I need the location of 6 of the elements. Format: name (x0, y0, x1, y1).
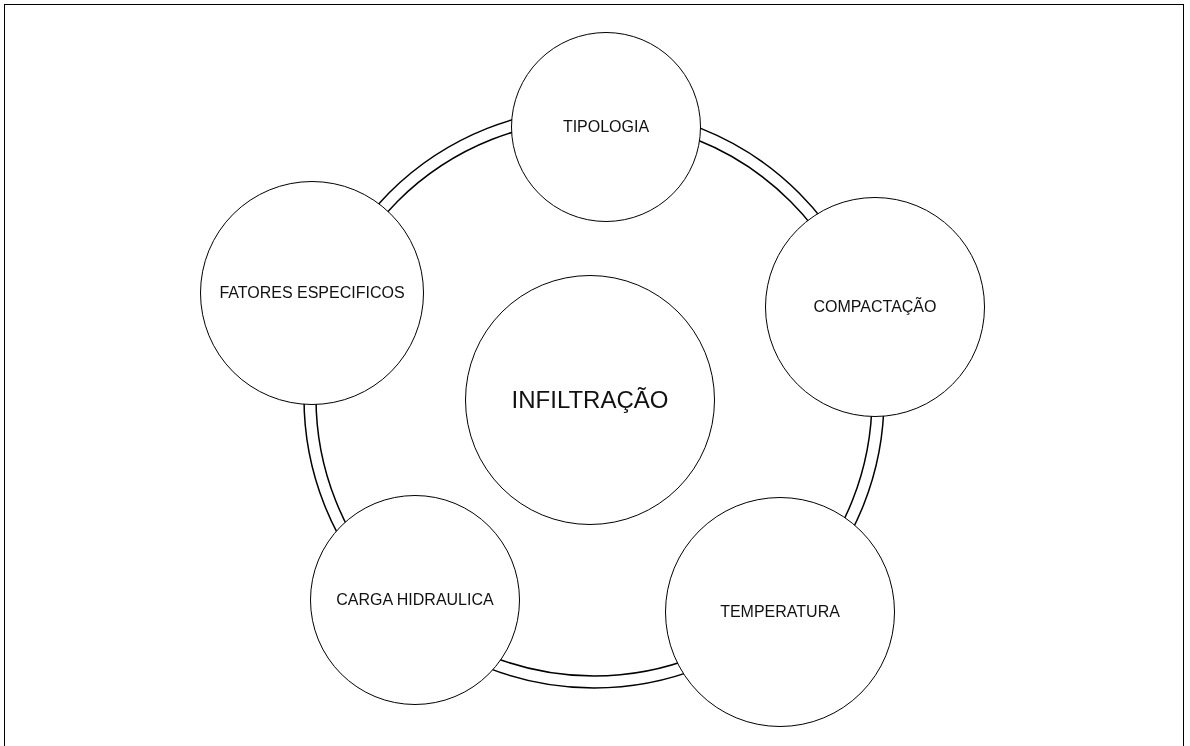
node-label: FATORES ESPECIFICOS (218, 283, 406, 304)
node-label: CARGA HIDRAULICA (335, 590, 495, 611)
node-label: INFILTRAÇÃO (510, 384, 670, 415)
node-label: TIPOLOGIA (561, 117, 651, 138)
node-label: COMPACTAÇÃO (812, 296, 938, 318)
node-label: TEMPERATURA (719, 602, 841, 623)
